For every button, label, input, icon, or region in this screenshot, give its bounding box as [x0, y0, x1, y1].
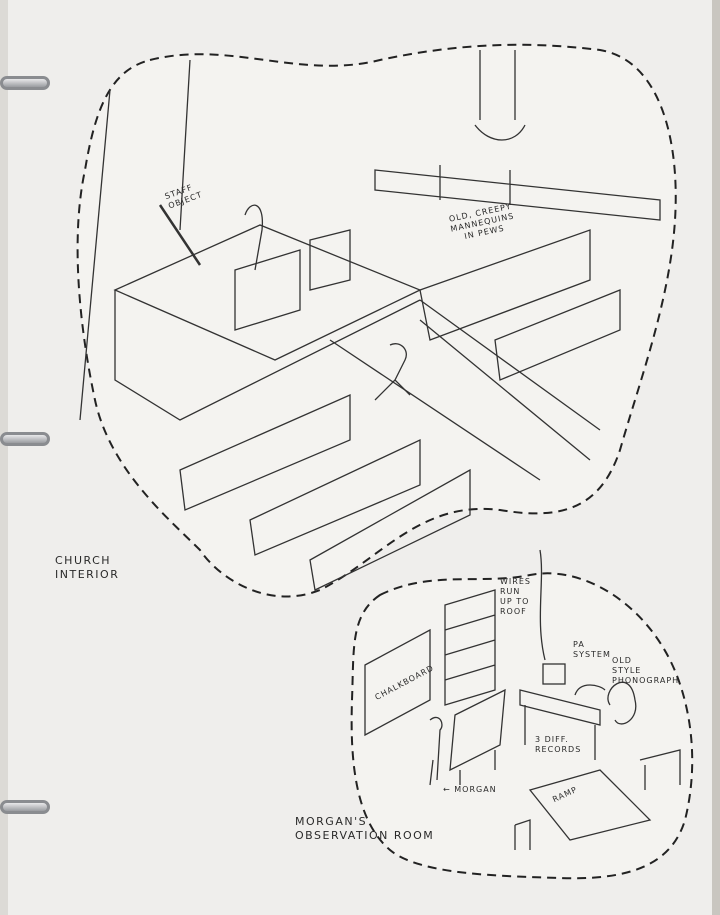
binder-ring [0, 800, 50, 814]
observation-room-title: Morgan's Observation Room [295, 815, 435, 842]
church-interior-title: Church Interior [55, 554, 120, 581]
page-edge [712, 0, 720, 915]
annotation-phonograph: Old style phonograph [612, 656, 680, 685]
annotation-morgan: ← Morgan [443, 785, 497, 794]
annotation-records: 3 diff. records [535, 735, 582, 754]
church-interior-sketch [76, 43, 677, 598]
binder-ring [0, 432, 50, 446]
annotation-pa-system: PA System [573, 640, 611, 659]
observation-room-sketch [350, 549, 694, 880]
binder-ring [0, 76, 50, 90]
annotation-wires: Wires run up to roof [500, 577, 531, 616]
